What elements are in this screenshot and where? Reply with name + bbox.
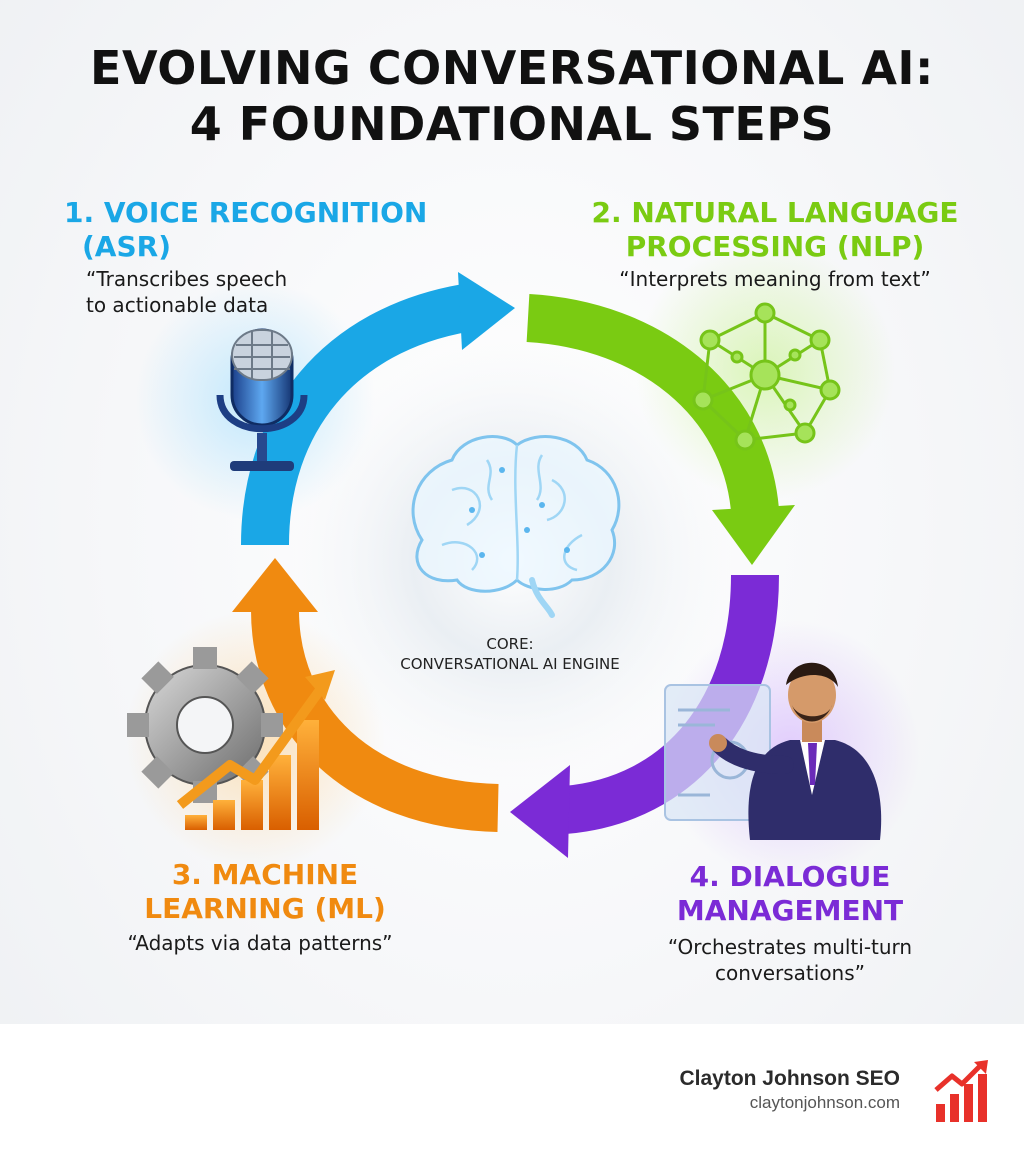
cycle-diagram (125, 240, 920, 880)
arrow-blue (241, 272, 515, 546)
brain-icon (411, 435, 621, 618)
step-2-title: 2. NATURAL LANGUAGE PROCESSING (NLP) (560, 196, 990, 264)
step-4-title: 4. DIALOGUE MANAGEMENT (600, 860, 980, 928)
step-1-description: “Transcribes speech to actionable data (86, 266, 346, 318)
step-1-title-line-1: 1. VOICE RECOGNITION (64, 196, 428, 229)
arrow-green (526, 294, 795, 565)
businessman-hologram-icon (664, 662, 882, 840)
title-line-2: 4 FOUNDATIONAL STEPS (189, 97, 835, 151)
step-2-title-line-2: PROCESSING (NLP) (625, 230, 925, 263)
core-label-line-1: CORE: (486, 635, 534, 653)
step-4-description: “Orchestrates multi-turn conversations” (600, 934, 980, 986)
step-1-desc-line-1: “Transcribes speech (86, 267, 288, 291)
step-1-title-line-2: (ASR) (82, 230, 171, 263)
brand-name: Clayton Johnson SEO (679, 1067, 900, 1090)
page-title: EVOLVING CONVERSATIONAL AI: 4 FOUNDATION… (0, 40, 1024, 152)
step-4-title-line-2: MANAGEMENT (676, 894, 904, 927)
gear-growth-chart-icon (127, 647, 335, 830)
core-label-line-2: CONVERSATIONAL AI ENGINE (400, 655, 620, 673)
brand-block: Clayton Johnson SEO claytonjohnson.com (679, 1066, 900, 1114)
step-1-desc-line-2: to actionable data (86, 293, 269, 317)
step-4-title-line-1: 4. DIALOGUE (689, 860, 891, 893)
step-3-title: 3. MACHINE LEARNING (ML) (100, 858, 430, 926)
step-3-title-line-1: 3. MACHINE (171, 858, 359, 891)
step-4-desc-line-2: conversations” (714, 961, 866, 985)
bar-chart-logo-icon (934, 1060, 988, 1122)
arrow-orange (232, 558, 499, 832)
brand-url: claytonjohnson.com (749, 1093, 900, 1112)
footer (0, 1024, 1024, 1154)
step-3-title-line-2: LEARNING (ML) (144, 892, 386, 925)
core-label: CORE: CONVERSATIONAL AI ENGINE (330, 634, 690, 674)
title-line-1: EVOLVING CONVERSATIONAL AI: (90, 41, 934, 95)
step-2-description: “Interprets meaning from text” (619, 267, 931, 291)
step-2-title-line-1: 2. NATURAL LANGUAGE (591, 196, 959, 229)
microphone-icon (216, 328, 308, 471)
step-1-title: 1. VOICE RECOGNITION (ASR) (64, 196, 464, 264)
neural-network-icon (692, 302, 841, 451)
step-3-description: “Adapts via data patterns” (127, 931, 393, 955)
step-4-desc-line-1: “Orchestrates multi-turn (667, 935, 913, 959)
